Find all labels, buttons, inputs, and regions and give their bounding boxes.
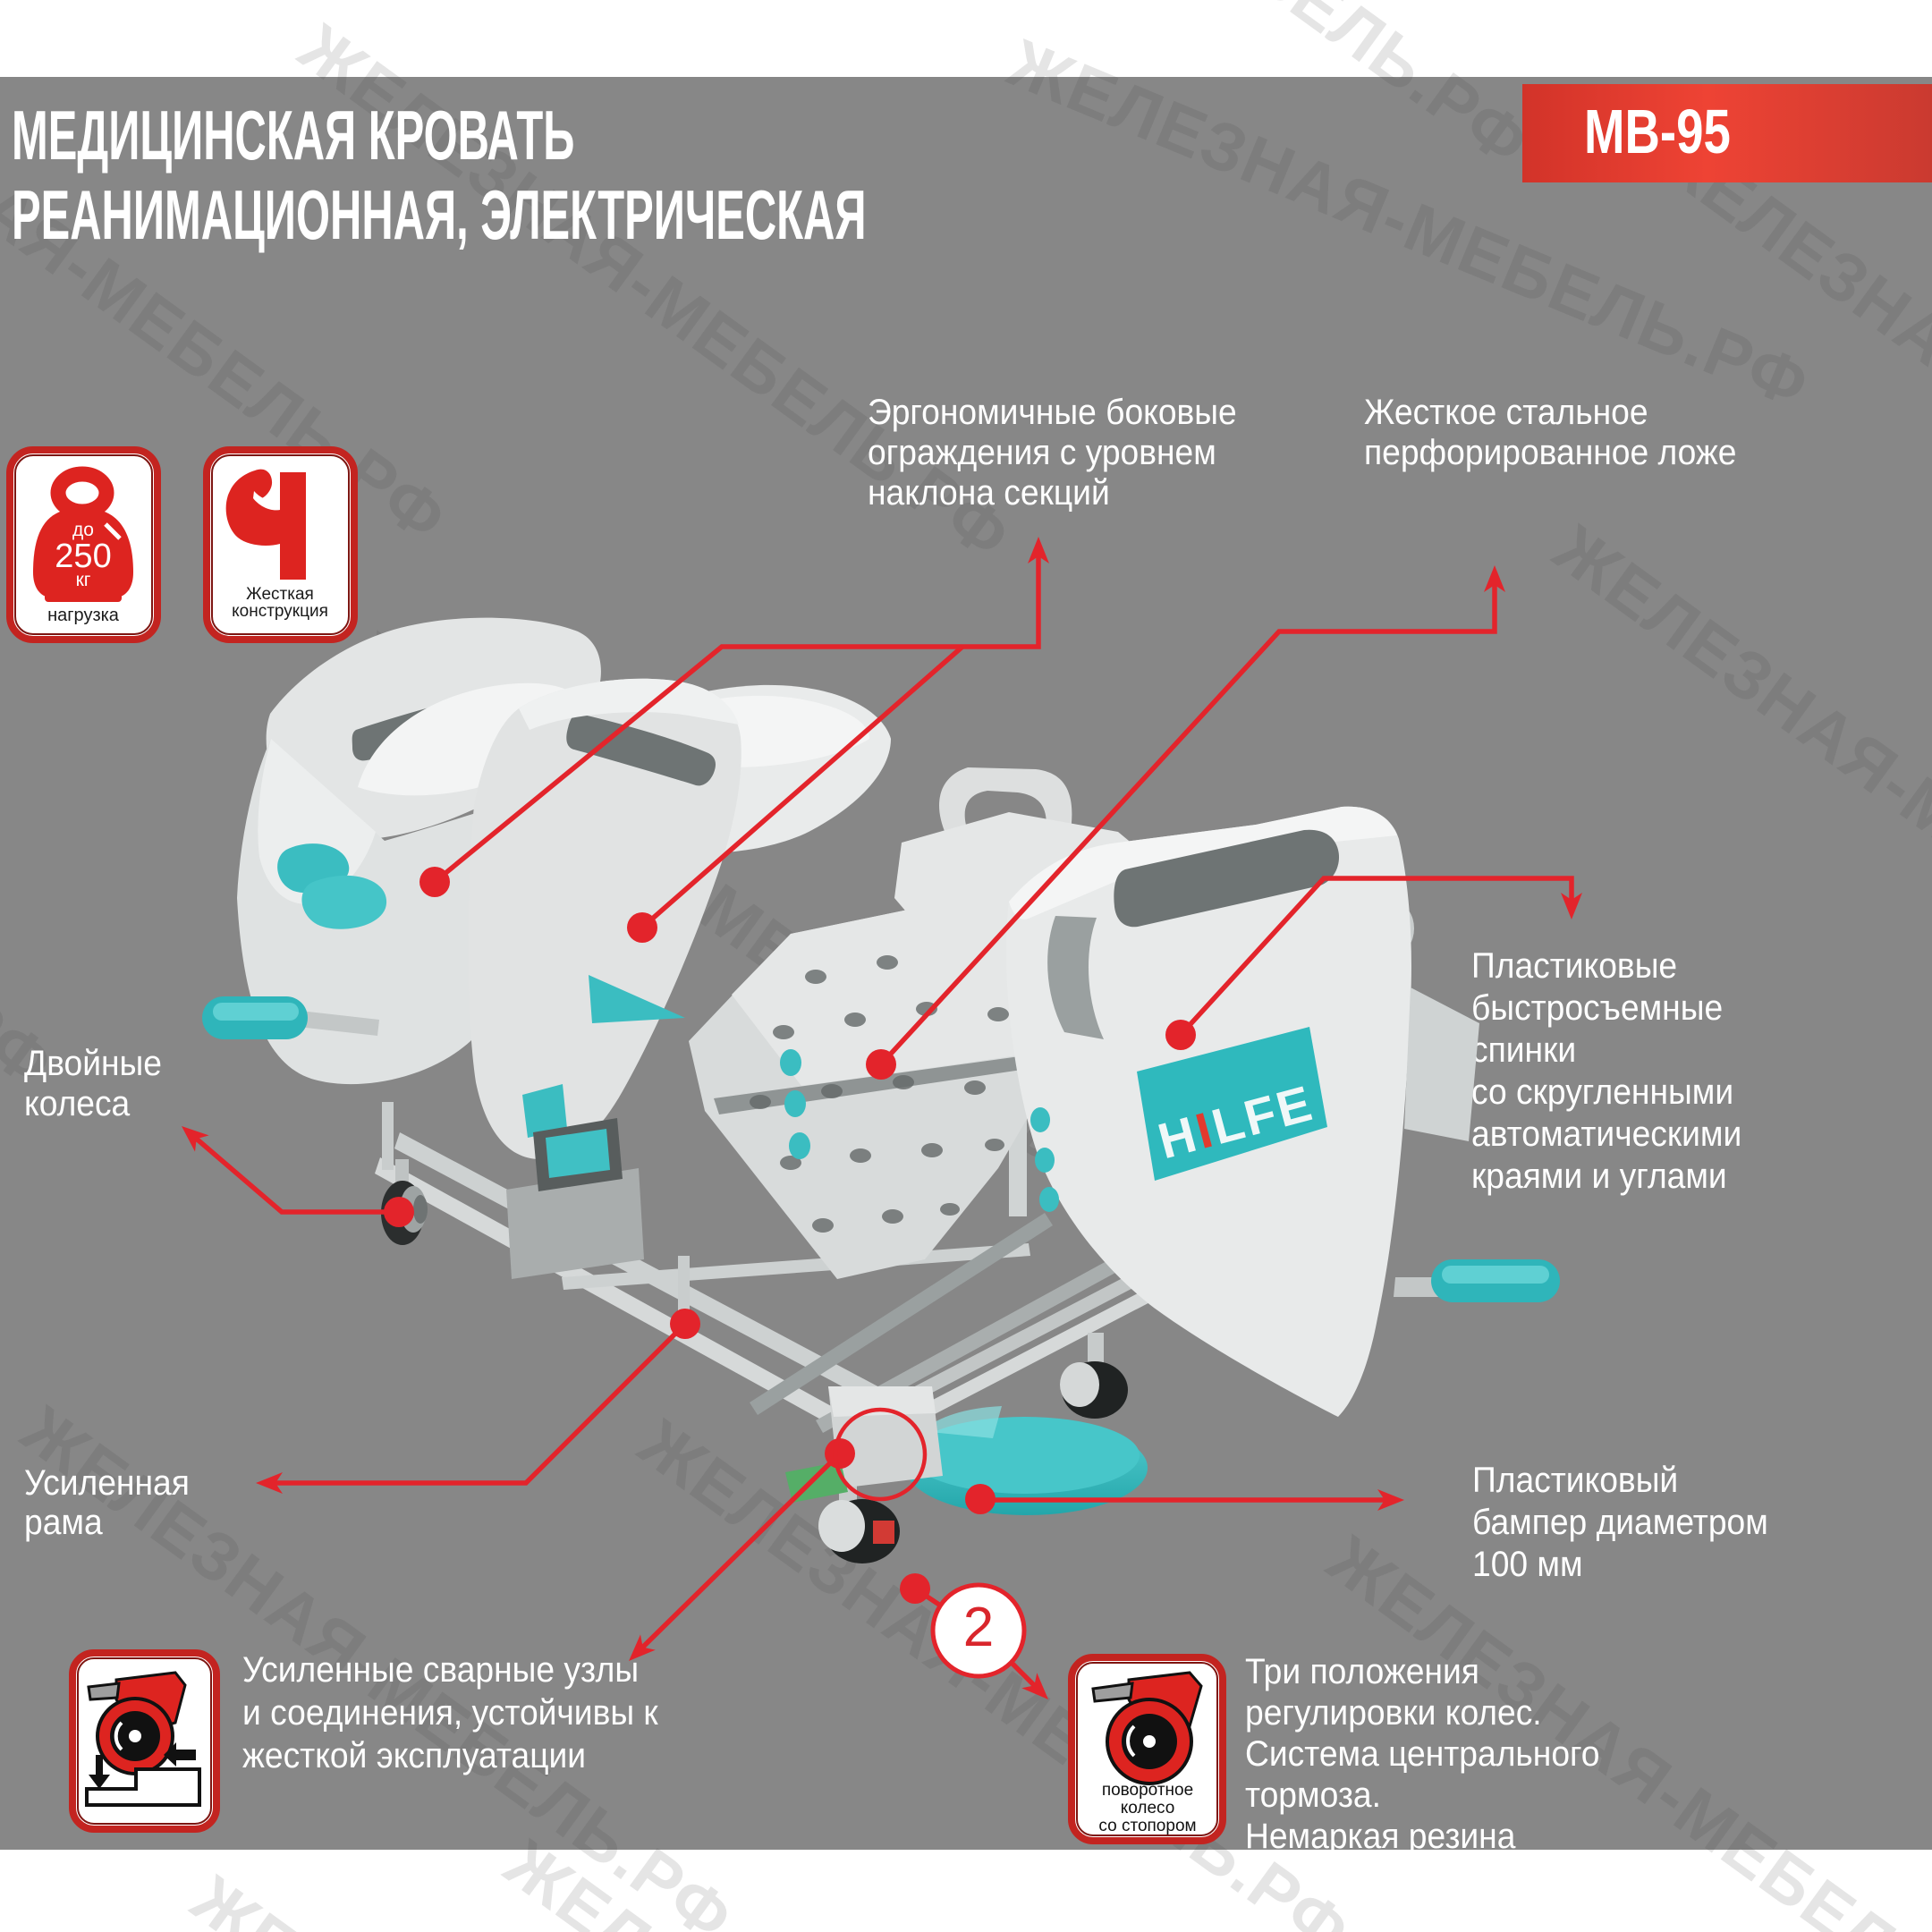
- svg-text:нагрузка: нагрузка: [47, 606, 120, 625]
- svg-text:250: 250: [55, 538, 111, 575]
- svg-text:Жесткая: Жесткая: [246, 585, 314, 604]
- svg-text:конструкция: конструкция: [232, 602, 328, 621]
- svg-text:поворотное: поворотное: [1102, 1781, 1193, 1800]
- svg-text:колесо: колесо: [1121, 1799, 1175, 1818]
- svg-text:со стопором: со стопором: [1098, 1817, 1196, 1835]
- svg-text:до: до: [72, 520, 94, 540]
- svg-text:кг: кг: [76, 570, 91, 590]
- svg-text:2: 2: [963, 1597, 994, 1658]
